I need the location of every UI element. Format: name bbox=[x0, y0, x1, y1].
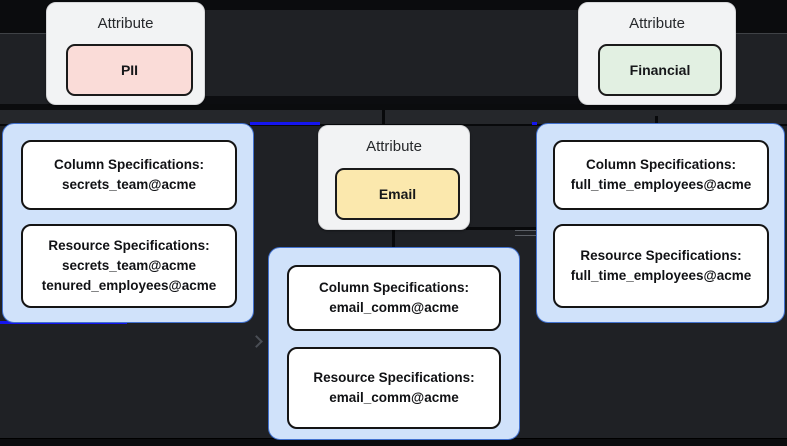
edge-email-to-right-cluster bbox=[466, 227, 540, 230]
edge-financial-stub bbox=[655, 116, 658, 125]
background-band-channel-top bbox=[0, 104, 787, 110]
edge-email-cluster-stub bbox=[392, 230, 395, 247]
spec-entry: full_time_employees@acme bbox=[570, 268, 752, 283]
attribute-node-email: Attribute Email bbox=[318, 125, 470, 230]
attribute-node-title: Attribute bbox=[629, 15, 685, 32]
cluster-financial-specs: Column Specifications: full_time_employe… bbox=[536, 123, 785, 323]
background-corner-right bbox=[734, 0, 787, 34]
attribute-chip-financial: Financial bbox=[598, 44, 722, 96]
spec-entry: tenured_employees@acme bbox=[41, 278, 217, 293]
edge-email-attr-stub bbox=[382, 110, 385, 125]
resource-spec-node: Resource Specifications: secrets_team@ac… bbox=[21, 224, 237, 308]
edge-blue-top bbox=[250, 122, 320, 125]
background-band-channel bbox=[0, 110, 787, 124]
spec-title: Column Specifications: bbox=[585, 157, 737, 172]
edge-arrow-line bbox=[515, 235, 537, 236]
cluster-pii-specs: Column Specifications: secrets_team@acme… bbox=[2, 123, 254, 323]
spec-entry: full_time_employees@acme bbox=[570, 177, 752, 192]
divider-line bbox=[0, 33, 46, 34]
spec-title: Resource Specifications: bbox=[580, 248, 742, 263]
cluster-email-specs: Column Specifications: email_comm@acme R… bbox=[268, 247, 520, 440]
background-band-top bbox=[0, 0, 787, 10]
spec-entry: email_comm@acme bbox=[329, 390, 459, 405]
attribute-chip-pii: PII bbox=[66, 44, 193, 96]
column-spec-node: Column Specifications: email_comm@acme bbox=[287, 265, 501, 331]
resource-spec-node: Resource Specifications: full_time_emplo… bbox=[553, 224, 769, 308]
divider-line bbox=[734, 33, 787, 34]
spec-title: Column Specifications: bbox=[318, 280, 470, 295]
attribute-node-title: Attribute bbox=[97, 15, 154, 32]
column-spec-node: Column Specifications: full_time_employe… bbox=[553, 140, 769, 210]
column-spec-node: Column Specifications: secrets_team@acme bbox=[21, 140, 237, 210]
spec-title: Resource Specifications: bbox=[313, 370, 475, 385]
attribute-chip-email: Email bbox=[335, 168, 460, 220]
resource-spec-node: Resource Specifications: email_comm@acme bbox=[287, 347, 501, 429]
spec-title: Resource Specifications: bbox=[48, 238, 210, 253]
spec-entry: secrets_team@acme bbox=[61, 258, 196, 273]
spec-entry: secrets_team@acme bbox=[61, 177, 196, 192]
background-corner-left bbox=[0, 0, 46, 34]
edge-arrow-line bbox=[515, 230, 537, 231]
spec-entry: email_comm@acme bbox=[329, 300, 459, 315]
attribute-node-financial: Attribute Financial bbox=[578, 2, 736, 105]
attribute-node-title: Attribute bbox=[366, 138, 422, 155]
arrowhead-icon bbox=[250, 335, 263, 348]
edge-blue-top-stub bbox=[532, 122, 537, 125]
spec-title: Column Specifications: bbox=[53, 157, 205, 172]
attribute-node-pii: Attribute PII bbox=[46, 2, 205, 105]
